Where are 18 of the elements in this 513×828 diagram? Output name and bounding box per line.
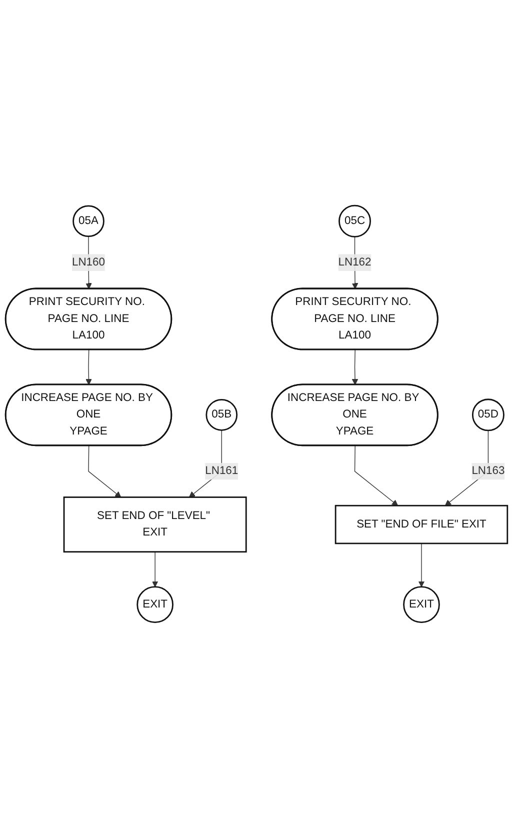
node-box: SET "END OF FILE" EXIT [334, 504, 508, 544]
arrow [86, 350, 92, 386]
node-circle: EXIT [136, 586, 174, 624]
arrow [352, 350, 358, 386]
node-circle: 05B [206, 399, 238, 431]
node-box: SET END OF "LEVEL" EXIT [63, 496, 247, 553]
edge-label: LN160 [72, 256, 106, 268]
node-circle: 05A [72, 205, 104, 238]
edge-label: LN162 [338, 256, 372, 268]
edge-label: LN161 [205, 465, 238, 477]
arrow [418, 543, 425, 588]
arrow [152, 552, 158, 588]
node-circle: EXIT [403, 586, 440, 624]
node-circle: 05C [338, 204, 371, 238]
edge-label: LN163 [472, 465, 505, 477]
arrow [354, 445, 398, 506]
node-circle: 05D [472, 398, 504, 432]
arrow [88, 445, 122, 498]
